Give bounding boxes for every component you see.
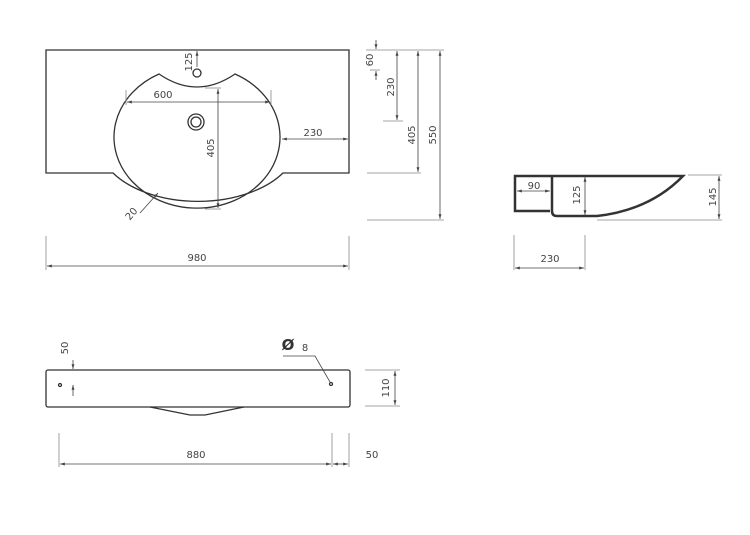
profile-section bbox=[513, 174, 686, 218]
dim-label-230-h: 230 bbox=[386, 77, 397, 96]
dim-line-20 bbox=[139, 192, 159, 214]
dim-label-90: 90 bbox=[528, 181, 541, 192]
countertop-outline bbox=[45, 49, 350, 202]
dim-label-230-p: 230 bbox=[540, 254, 559, 265]
hole-left bbox=[57, 382, 63, 388]
tap-hole bbox=[192, 68, 202, 78]
dim-label-880: 880 bbox=[186, 450, 205, 461]
dim-label-50-h: 50 bbox=[366, 450, 379, 461]
dim-label-980: 980 bbox=[187, 253, 206, 264]
drain-inner bbox=[190, 116, 202, 128]
dim-label-145: 145 bbox=[708, 187, 719, 206]
front-view: 50 Ø 8 110 880 50 bbox=[45, 336, 400, 467]
dim-label-405-h: 405 bbox=[407, 125, 418, 144]
height-dimensions: 60 230 405 550 bbox=[365, 40, 444, 221]
profile-view: 90 125 145 230 bbox=[513, 174, 722, 270]
dim-label-125: 125 bbox=[184, 52, 195, 71]
drain-outer bbox=[187, 113, 205, 131]
diameter-symbol: Ø bbox=[282, 336, 295, 354]
dim-label-600: 600 bbox=[153, 90, 172, 101]
front-outline bbox=[45, 369, 351, 408]
hole-right bbox=[328, 381, 334, 387]
dim-label-125-p: 125 bbox=[572, 185, 583, 204]
dim-label-60: 60 bbox=[365, 54, 376, 67]
basin-outline bbox=[113, 73, 281, 209]
top-view: 125 600 405 230 20 980 bbox=[45, 49, 350, 270]
dim-label-8: 8 bbox=[302, 343, 308, 354]
dim-label-110: 110 bbox=[381, 378, 392, 397]
dim-label-20: 20 bbox=[124, 206, 141, 223]
dim-label-550: 550 bbox=[428, 125, 439, 144]
dim-label-50-v: 50 bbox=[60, 342, 71, 355]
dim-label-230: 230 bbox=[303, 128, 322, 139]
dim-label-405: 405 bbox=[206, 138, 217, 157]
